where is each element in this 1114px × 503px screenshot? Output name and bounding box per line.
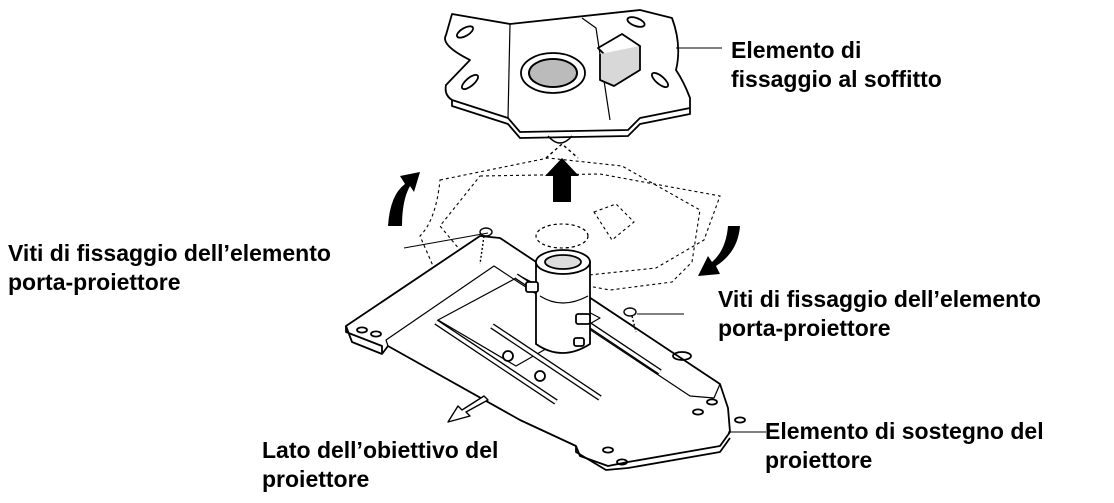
lift-arrow-icon [545,143,579,202]
lens-direction-arrow-icon [447,395,489,423]
label-projector-plate: Elemento di sostegno del proiettore [765,418,1044,473]
mount-column [525,223,591,354]
fixing-screw-right [623,307,637,333]
rotate-arrow-left-icon [388,172,420,226]
label-screws-right: Viti di fissaggio dell’elemento porta-pr… [718,286,1041,341]
label-lens-side: Lato dell’obiettivo del proiettore [262,437,499,492]
rotate-arrow-right-icon [698,226,740,276]
label-ceiling-plate: Elemento di fissaggio al soffitto [731,37,942,92]
label-screws-left: Viti di fissaggio dell’elemento porta-pr… [8,240,331,295]
ceiling-plate [444,9,691,144]
